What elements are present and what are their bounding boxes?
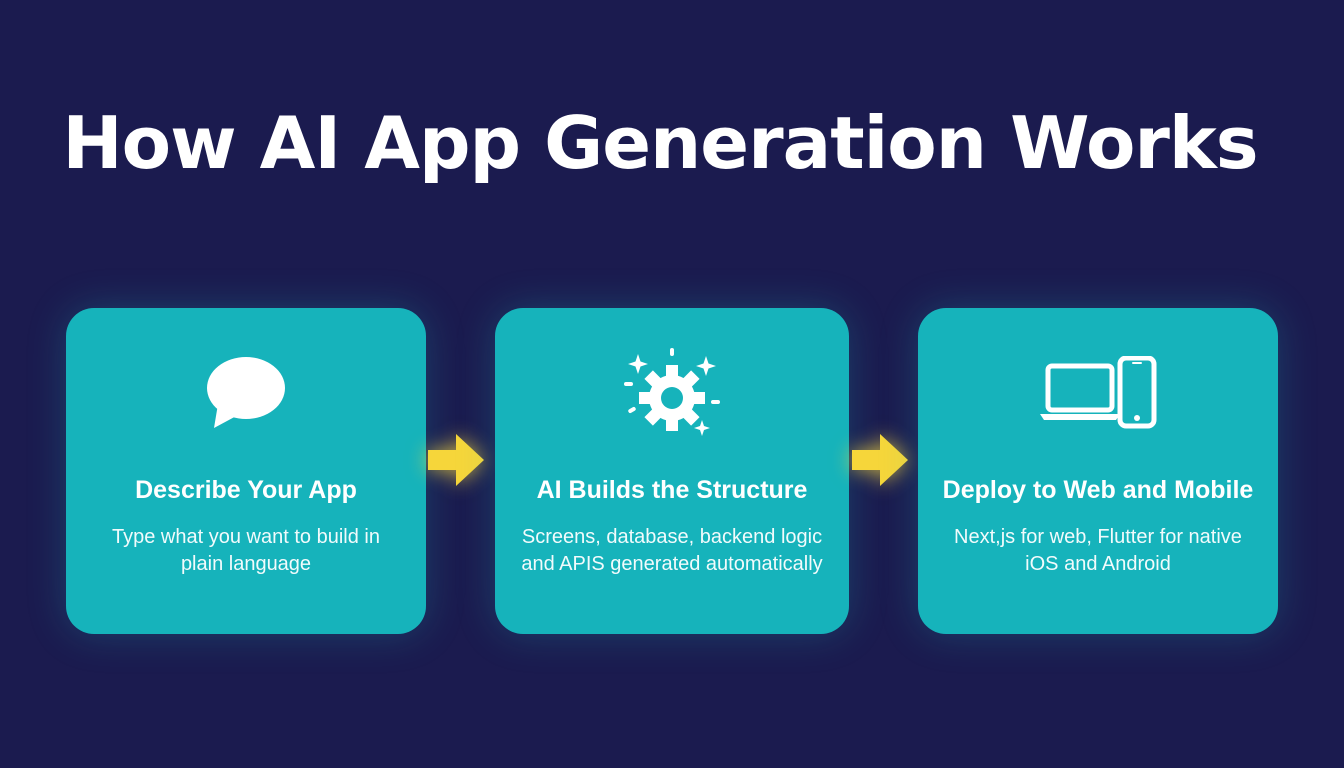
sparkle-gear-icon bbox=[624, 348, 720, 436]
step-description: Screens, database, backend logic and API… bbox=[521, 526, 823, 575]
step-description: Type what you want to build in plain lan… bbox=[112, 526, 380, 575]
step-card-describe: Describe Your App Type what you want to … bbox=[66, 308, 426, 634]
step-card-deploy: Deploy to Web and Mobile Next,js for web… bbox=[918, 308, 1278, 634]
speech-bubble-icon bbox=[207, 357, 285, 428]
step-card-build: AI Builds the Structure Screens, databas… bbox=[495, 308, 849, 634]
step-title: AI Builds the Structure bbox=[536, 476, 808, 504]
arrow-right-icon bbox=[852, 434, 908, 486]
step-title: Deploy to Web and Mobile bbox=[942, 476, 1254, 504]
page-title: How AI App Generation Works bbox=[62, 101, 1258, 185]
arrow-right-icon bbox=[428, 434, 484, 486]
laptop-phone-icon bbox=[1040, 356, 1157, 429]
step-description: Next,js for web, Flutter for native iOS … bbox=[954, 526, 1242, 575]
step-title: Describe Your App bbox=[135, 476, 357, 504]
